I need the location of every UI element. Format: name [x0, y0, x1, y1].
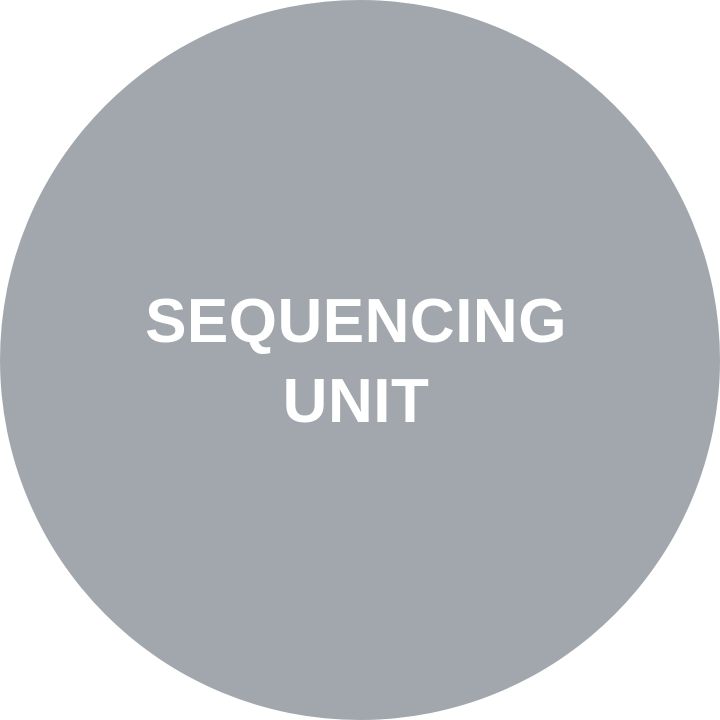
node-label-line-1: SEQUENCING [145, 287, 567, 356]
node-label: SEQUENCING UNIT [145, 282, 567, 442]
node-label-line-2: UNIT [282, 367, 430, 436]
